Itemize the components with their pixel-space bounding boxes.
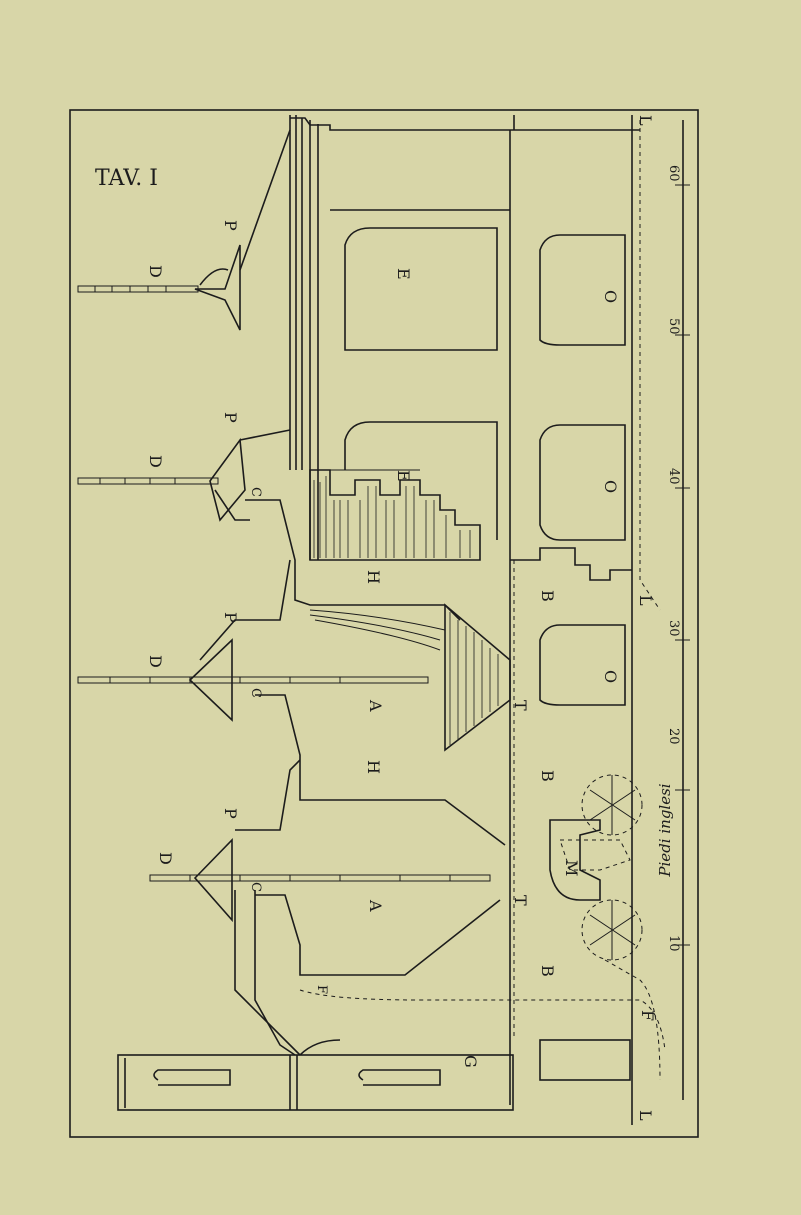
- label-p3: P: [221, 612, 240, 623]
- label-o3: O: [601, 670, 620, 683]
- label-o1: O: [601, 290, 620, 303]
- label-o2: O: [601, 480, 620, 493]
- rod-arm-4: [149, 759, 491, 923]
- label-b1: B: [538, 590, 557, 602]
- right-column: [509, 115, 633, 1125]
- hopper-funnel: [309, 603, 511, 752]
- scale-number-40: 40: [666, 468, 681, 485]
- scale-bar: [675, 120, 690, 1100]
- label-a1: A: [366, 699, 385, 712]
- label-h2: H: [364, 760, 383, 774]
- label-e2: E: [394, 470, 413, 482]
- rod-arm-3: [77, 559, 429, 722]
- scale-number-10: 10: [666, 935, 681, 952]
- label-a2: A: [366, 899, 385, 912]
- label-l3: L: [636, 1110, 655, 1121]
- scale-number-30: 30: [666, 620, 681, 637]
- scale-number-20: 20: [666, 728, 681, 745]
- label-p4: P: [221, 808, 240, 819]
- rod-arm-1: [77, 244, 241, 331]
- scale-number-50: 50: [666, 318, 681, 335]
- label-f1: F: [638, 1010, 657, 1021]
- main-shaft: [239, 115, 640, 560]
- label-l2: L: [636, 595, 655, 606]
- label-t2: T: [511, 895, 530, 906]
- label-f2: F: [314, 985, 329, 994]
- label-d3: D: [146, 655, 165, 668]
- rod-arm-2: [77, 437, 250, 522]
- label-h1: H: [364, 570, 383, 584]
- label-p2: P: [221, 412, 240, 423]
- label-d4: D: [156, 852, 175, 865]
- label-t1: T: [511, 700, 530, 711]
- label-d1: D: [146, 265, 165, 278]
- room-e-upper: [330, 209, 510, 351]
- foundation: [117, 1039, 514, 1111]
- letter-labels: P D P D P D P D C C C E E H H A A B B B …: [146, 115, 657, 1121]
- label-l1: L: [636, 115, 655, 126]
- wheel-upper: [581, 774, 643, 836]
- label-m: M: [562, 860, 581, 876]
- label-b3: B: [538, 965, 557, 977]
- label-b2: B: [538, 770, 557, 782]
- label-c1: C: [248, 487, 263, 497]
- label-c2: C: [248, 688, 263, 698]
- wheel-lower: [581, 899, 643, 961]
- label-d2: D: [146, 455, 165, 468]
- plate-title: TAV. I: [95, 166, 158, 191]
- plate-frame: [69, 109, 699, 1138]
- label-p1: P: [221, 220, 240, 231]
- label-g: G: [461, 1055, 480, 1068]
- hatched-bed: [309, 469, 481, 561]
- label-c3: C: [248, 882, 263, 892]
- scale-caption: Piedi inglesi: [656, 783, 674, 877]
- label-e1: E: [394, 268, 413, 280]
- scale-number-60: 60: [666, 165, 681, 182]
